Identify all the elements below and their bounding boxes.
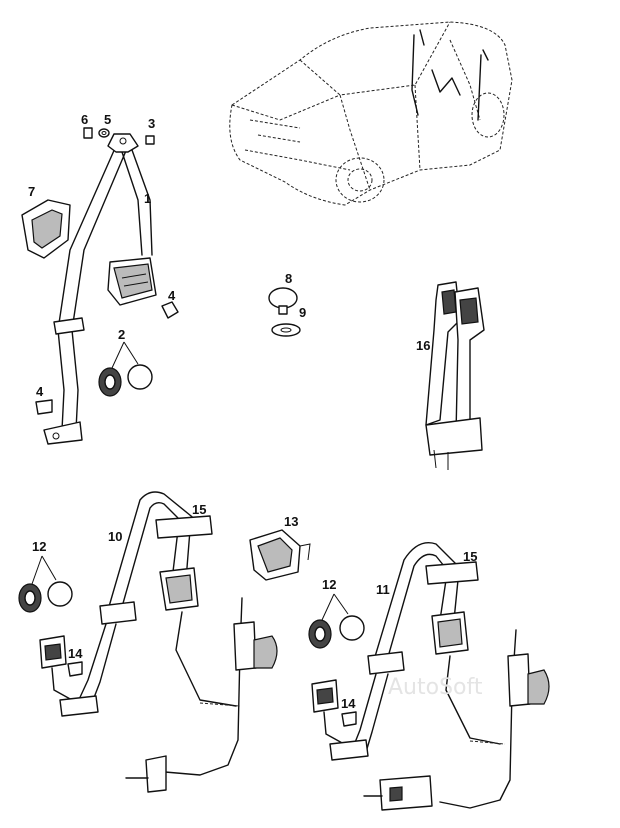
bolt-14-right (341, 711, 357, 727)
callout-10: 10 (108, 529, 122, 544)
watermark: AutoSoft (388, 675, 483, 700)
callout-11: 11 (376, 582, 390, 597)
callout-2: 2 (118, 327, 125, 342)
callout-14-right: 14 (341, 696, 356, 711)
connector-right (379, 775, 433, 811)
callout-12-right: 12 (322, 577, 336, 592)
sensor-left (233, 621, 257, 671)
caps-12-right (308, 593, 365, 649)
callout-15-right: 15 (463, 549, 477, 564)
belt-guide-15-right (425, 561, 479, 585)
bolt-head-8 (268, 287, 298, 309)
connector-left (145, 755, 167, 793)
bolt-washer-group (35, 127, 179, 415)
callout-1: 1 (144, 191, 151, 206)
callout-4-lower: 4 (36, 384, 44, 399)
bolt-4-upper (161, 301, 179, 319)
belt-guide-15-left (155, 515, 213, 539)
bottom-anchor-plate (43, 421, 83, 445)
belt-guide-loop (53, 317, 85, 335)
callout-15-left: 15 (192, 502, 206, 517)
bolt-14-left (67, 661, 83, 677)
rear-right-belt-11 (311, 542, 550, 811)
rear-left-belt-10 (39, 491, 278, 793)
callout-8: 8 (285, 271, 292, 286)
caps-2 (98, 341, 153, 397)
bolt-3 (145, 135, 155, 145)
callout-14-left: 14 (68, 646, 83, 661)
callout-3: 3 (148, 116, 155, 131)
top-anchor-plate (107, 133, 139, 153)
rear-buckle-16 (425, 281, 485, 470)
washer-9 (271, 323, 301, 337)
bolt-4-lower (35, 399, 53, 415)
callout-4-upper: 4 (168, 288, 176, 303)
guide-loop-right (367, 651, 405, 675)
callout-5: 5 (104, 112, 111, 127)
trim-cover (21, 199, 71, 259)
sensor-right (507, 653, 531, 707)
callout-16: 16 (416, 338, 430, 353)
trim-bracket-13 (249, 529, 311, 581)
caps-12-left (18, 555, 73, 613)
car-outline (229, 21, 513, 206)
callout-9: 9 (299, 305, 306, 320)
callout-7: 7 (28, 184, 35, 199)
washer-5 (98, 128, 110, 138)
guide-loop-left (99, 601, 137, 625)
callout-12-left: 12 (32, 539, 46, 554)
bolt-6 (83, 127, 93, 139)
callout-6: 6 (81, 112, 88, 127)
front-seat-belt-assembly (43, 133, 157, 445)
callout-13: 13 (284, 514, 298, 529)
bolt-washer-8-9 (268, 287, 301, 337)
